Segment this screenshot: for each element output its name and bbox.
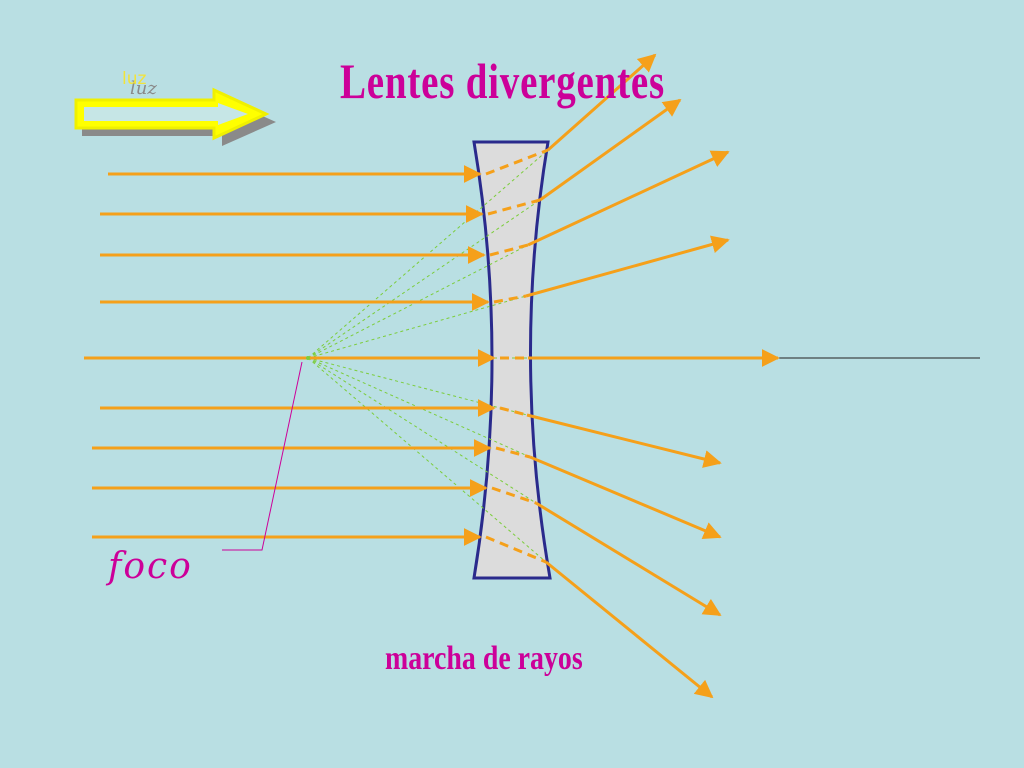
refracted-rays — [525, 53, 780, 699]
lens-internal-segment — [491, 486, 537, 505]
refracted-ray — [527, 150, 730, 247]
refracted-inside-segments — [485, 148, 549, 564]
concave-lens — [472, 140, 552, 580]
refracted-ray — [535, 501, 722, 617]
refracted-ray — [545, 560, 714, 699]
refracted-ray — [526, 413, 722, 468]
lens-internal-segment — [485, 535, 547, 564]
construction-line — [307, 357, 547, 563]
page-title: Lentes divergentes — [340, 53, 665, 109]
focus-point — [306, 356, 310, 360]
lens-internal-segment — [489, 243, 529, 257]
light-label: luz — [122, 69, 147, 89]
incident-rays — [84, 165, 496, 546]
refracted-ray — [529, 455, 722, 540]
lens-internal-segment — [487, 198, 541, 216]
construction-line — [307, 244, 529, 359]
refracted-ray — [525, 235, 730, 298]
lens-internal-segment — [495, 446, 531, 459]
subtitle: marcha de rayos — [385, 640, 583, 677]
focus-pointer-line — [222, 361, 303, 551]
light-arrow-icon — [74, 87, 276, 146]
refracted-ray — [539, 98, 682, 202]
lens-internal-segment — [493, 294, 527, 304]
lens-internal-segment — [485, 148, 549, 176]
lens-internal-segment — [499, 406, 528, 417]
construction-line — [307, 199, 541, 359]
refracted-ray — [547, 53, 657, 152]
focus-label: foco — [108, 546, 193, 587]
light-label-shadow: luz — [130, 78, 157, 99]
